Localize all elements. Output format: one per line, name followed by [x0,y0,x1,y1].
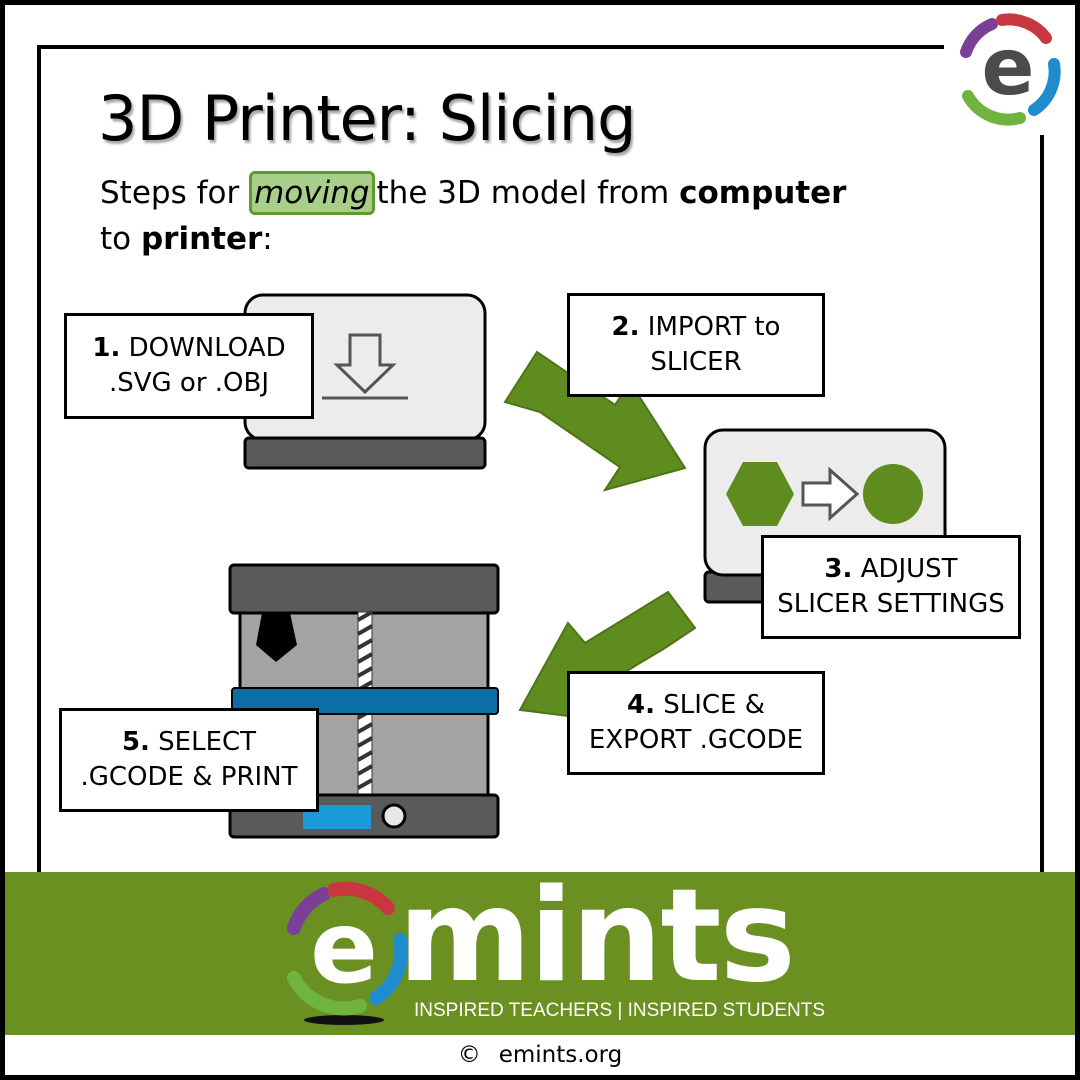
step-4-number: 4. [626,690,655,720]
hexagon-icon [726,462,794,526]
step-5-line2: .GCODE & PRINT [80,762,298,792]
step-1-line2: .SVG or .OBJ [108,368,270,398]
step-2-line1: IMPORT to [647,312,781,342]
download-arrow-icon [322,333,408,400]
step-3-number: 3. [824,554,853,584]
step-5-box: 5. SELECT .GCODE & PRINT [59,708,319,812]
brand-tagline: INSPIRED TEACHERS | INSPIRED STUDENTS [414,1000,826,1021]
outline-arrow-icon [801,466,860,522]
nozzle-icon [256,613,297,662]
step-4-line1: SLICE & [663,690,765,720]
footer: © emints.org [5,1035,1075,1075]
step-1-box: 1. DOWNLOAD .SVG or .OBJ [64,313,314,419]
brand-band [5,872,1075,1035]
subtitle-bold-printer: printer [140,221,263,257]
arrow-slicer-to-printer [518,590,697,722]
emints-logo-icon: e [287,881,409,1025]
step-5-number: 5. [121,727,150,757]
step-1-number: 1. [92,333,121,363]
subtitle-highlight: moving [249,171,375,215]
step-2-box: 2. IMPORT to SLICER [567,293,825,397]
frame-top-line [37,45,944,49]
step-2-number: 2. [611,312,640,342]
brand-wordmark: mints [398,862,796,1011]
step-5-line1: SELECT [158,727,257,757]
arrow-download-to-slicer [503,350,687,492]
step-1-line1: DOWNLOAD [128,333,286,363]
step-4-box: 4. SLICE & EXPORT .GCODE [567,671,825,775]
subtitle-suffix: : [262,221,273,257]
subtitle-line2-prefix: to [100,221,141,257]
footer-site[interactable]: emints.org [498,1042,623,1068]
subtitle-bold-computer: computer [679,175,847,211]
step-4-line2: EXPORT .GCODE [588,725,804,755]
emints-logo-icon: e [952,13,1064,126]
logo-letter-large: e [310,889,378,1006]
page-title: 3D Printer: Slicing [98,82,636,155]
frame-left-line [37,45,41,875]
frame-right-line [1040,135,1044,875]
copyright-symbol: © [457,1042,481,1068]
step-3-box: 3. ADJUST SLICER SETTINGS [761,535,1021,639]
logo-letter: e [982,23,1035,113]
subtitle-prefix: Steps for [100,175,250,211]
circle-icon [863,464,923,524]
step-3-line1: ADJUST [860,554,958,584]
step-3-line2: SLICER SETTINGS [777,589,1005,619]
3d-printer [228,563,500,839]
subtitle-mid: the 3D model from [376,175,680,211]
step-2-line2: SLICER [650,347,742,377]
